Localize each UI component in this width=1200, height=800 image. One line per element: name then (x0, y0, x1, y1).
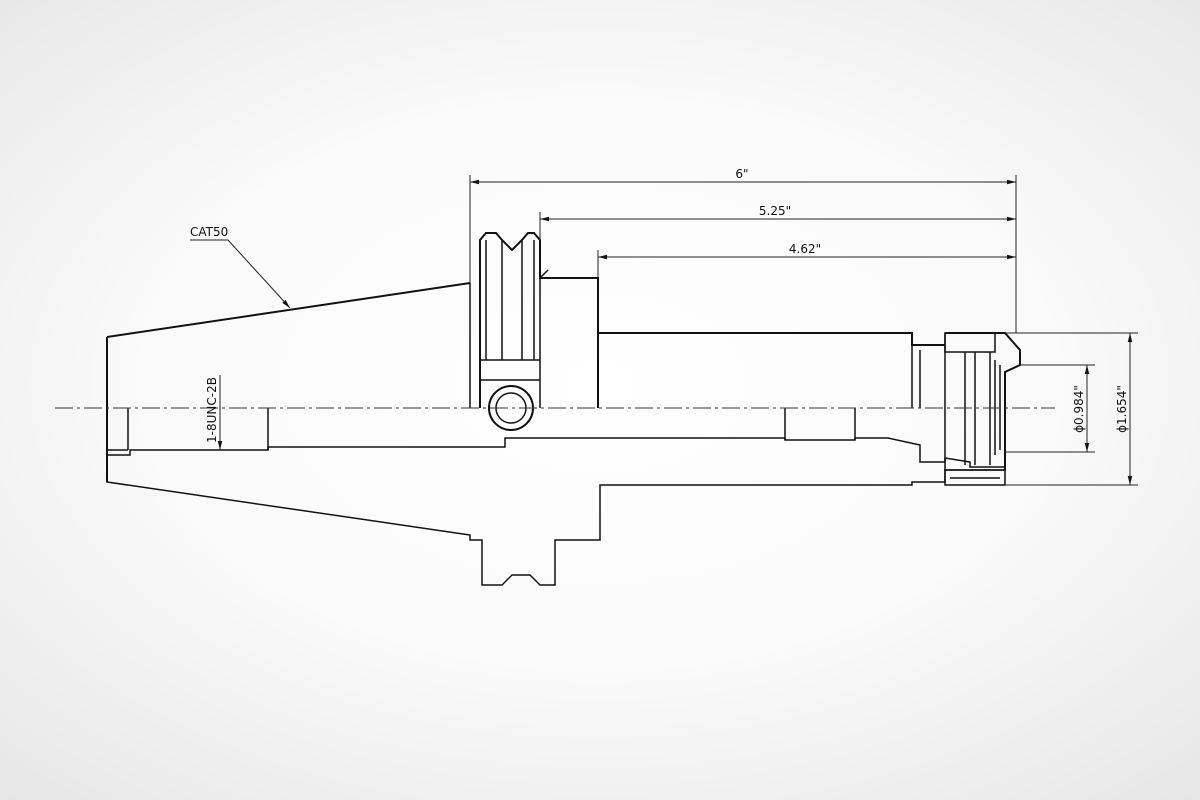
v-flange (479, 232, 599, 431)
lower-section-hatch (106, 437, 1006, 586)
dim-flange-to-nose: 5.25" (759, 204, 791, 218)
dim-body-to-nose: 4.62" (789, 242, 821, 256)
dimension-lines (190, 175, 1138, 486)
dim-bore-diameter: ϕ0.984" (1072, 385, 1086, 433)
taper-shank (106, 282, 471, 482)
collet-nut (944, 332, 1021, 470)
label-thread: 1-8UNC-2B (205, 377, 219, 443)
dim-overall-length: 6" (735, 167, 748, 181)
body-cylinder (598, 332, 945, 440)
label-taper: CAT50 (190, 225, 228, 239)
dim-nut-diameter: ϕ1.654" (1115, 385, 1129, 433)
